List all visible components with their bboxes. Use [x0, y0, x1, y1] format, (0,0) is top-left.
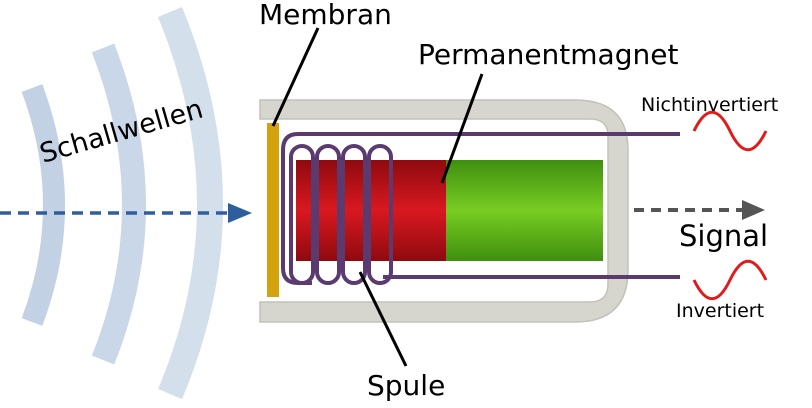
- coil: [289, 144, 393, 285]
- microphone-housing: [259, 99, 629, 323]
- coil-winding: [315, 144, 341, 285]
- nichtinvertiert-label: Nichtinvertiert: [641, 94, 778, 116]
- invertiert-label: Invertiert: [676, 300, 764, 322]
- membran-label: Membran: [259, 0, 392, 31]
- coil-winding: [367, 144, 393, 285]
- invertiert-wave: [692, 259, 768, 301]
- permanentmagnet-label: Permanentmagnet: [418, 38, 678, 71]
- nichtinvertiert-wave: [692, 110, 768, 152]
- sound-waves: [21, 7, 223, 400]
- sound-wave-1: [21, 84, 65, 326]
- spule-label: Spule: [367, 369, 445, 402]
- coil-winding: [341, 144, 367, 285]
- signal-label: Signal: [679, 219, 768, 253]
- signal-arrow: [634, 200, 765, 220]
- permanentmagnet-pointer: [440, 73, 484, 184]
- spule-pointer: [358, 271, 408, 367]
- magnet-north-pole: [446, 160, 603, 261]
- membran-pointer: [271, 27, 320, 127]
- coil-leads: [281, 132, 680, 285]
- membrane: [267, 123, 279, 297]
- sound-direction-arrow: [0, 203, 252, 223]
- coil-winding: [289, 144, 315, 285]
- pointer-lines: [271, 27, 484, 367]
- sound-wave-2: [91, 43, 146, 365]
- sound-wave-3: [157, 7, 223, 400]
